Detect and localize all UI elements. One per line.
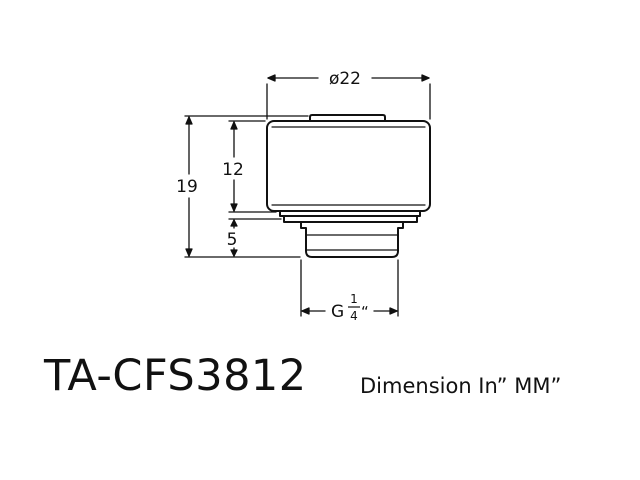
- body-dimension: [228, 120, 277, 213]
- thread-neck: [300, 221, 404, 258]
- thread-suffix: “: [361, 303, 369, 321]
- diameter-dimension: [266, 74, 431, 120]
- thread-fraction-denominator: 4: [350, 309, 358, 323]
- thread-spec-label: G 1 4 “: [331, 292, 369, 323]
- diameter-label: ø22: [329, 69, 361, 89]
- height-dimension: [184, 115, 309, 258]
- dimension-unit-note: Dimension In” MM”: [360, 374, 562, 398]
- thread-width-dimension: [300, 259, 399, 317]
- thread-length-label: 5: [227, 230, 238, 250]
- body-height-label: 12: [222, 160, 244, 180]
- top-cap: [309, 114, 386, 122]
- main-body: [266, 120, 431, 212]
- hex-step: [283, 215, 418, 223]
- thread-length-dimension: [228, 218, 282, 257]
- model-number: TA-CFS3812: [44, 351, 307, 401]
- flange: [279, 210, 421, 217]
- thread-fraction-numerator: 1: [350, 292, 358, 306]
- height-label: 19: [176, 177, 198, 197]
- fitting-outline: [266, 114, 431, 258]
- thread-prefix: G: [331, 302, 344, 322]
